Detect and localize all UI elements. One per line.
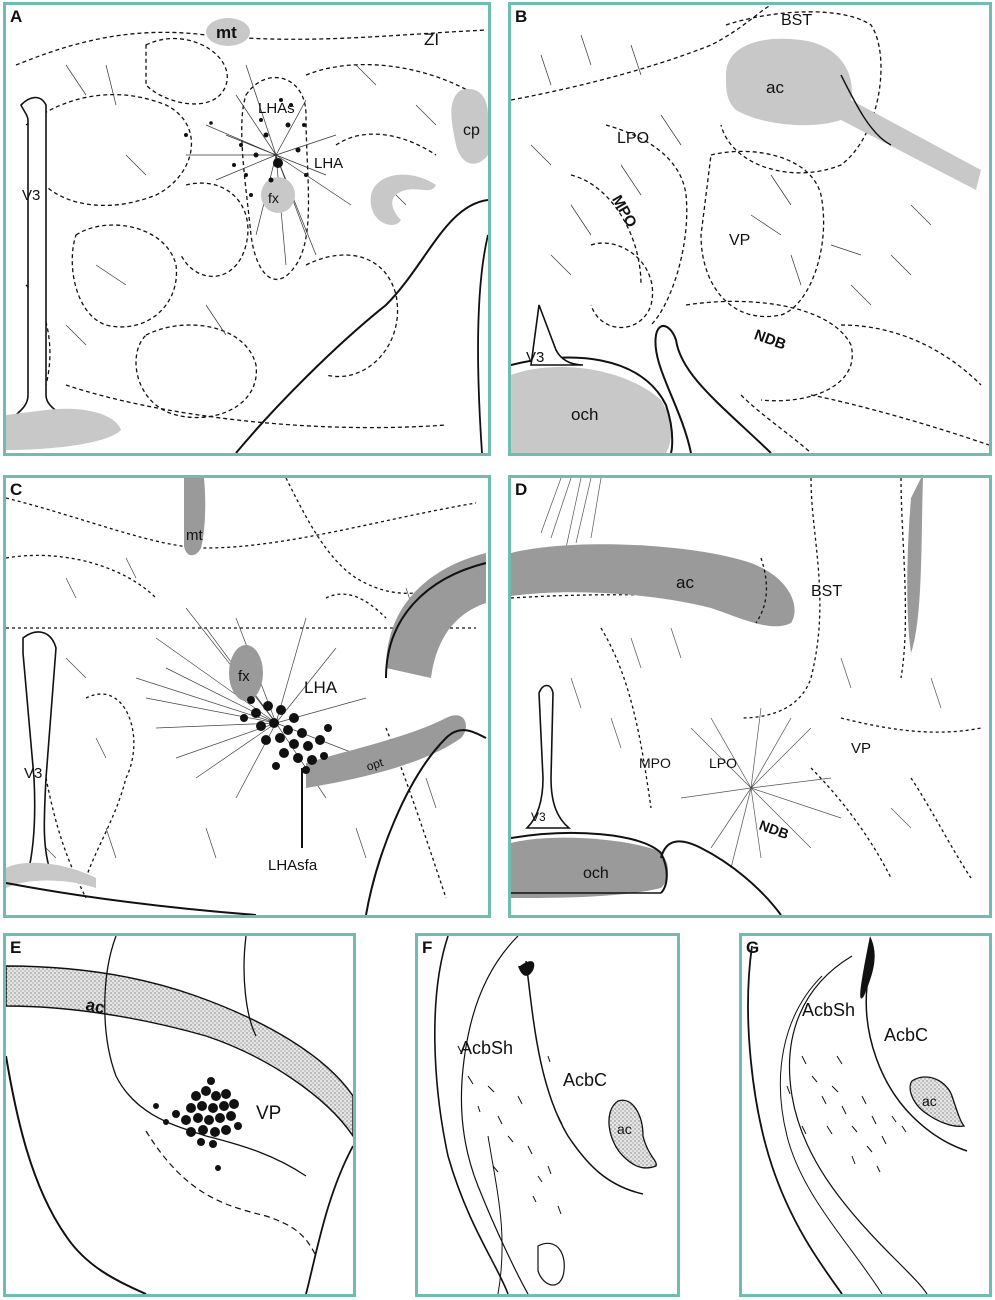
label-lpo: LPO (709, 755, 737, 771)
label-vp: VP (729, 232, 750, 249)
panel-d: ac BST MPO LPO VP NDB V3 och D (508, 475, 992, 918)
panel-letter: A (10, 7, 23, 26)
label-acbc: AcbC (884, 1025, 928, 1045)
panel-letter: G (746, 938, 760, 957)
optic-chiasm-shape (511, 367, 671, 453)
fornix-shape (229, 645, 263, 701)
panel-e-drawing: ac VP (6, 936, 353, 1294)
label-bst: BST (781, 12, 812, 29)
label-lha: LHA (314, 155, 343, 172)
label-och: och (571, 405, 598, 424)
label-lhas: LHAs (258, 100, 295, 117)
label-mt: mt (216, 23, 237, 42)
label-ac: ac (922, 1093, 937, 1109)
label-opt: opt (365, 755, 386, 774)
label-mpo: MPO (608, 192, 640, 230)
panel-b: BST ac LPO MPO VP NDB V3 och B (508, 2, 992, 456)
panel-letter: F (422, 938, 433, 957)
third-ventricle-shape (22, 631, 57, 874)
label-fx: fx (268, 190, 279, 206)
label-lha: LHA (304, 678, 338, 697)
panel-f: AcbSh AcbC ac F (415, 933, 680, 1297)
label-mpo: MPO (639, 755, 671, 771)
panel-letter: E (10, 938, 22, 957)
label-vp: VP (256, 1103, 281, 1124)
label-bst: BST (811, 583, 842, 600)
label-och: och (583, 865, 609, 882)
label-ac: ac (617, 1121, 632, 1137)
label-zi: ZI (424, 30, 439, 49)
fornix-shape (261, 177, 295, 213)
panel-letter: C (10, 480, 23, 499)
panel-a: mt ZI LHAs LHA fx cp V3 A (3, 2, 491, 456)
label-lhasfa: LHAsfa (268, 857, 318, 874)
label-acbsh: AcbSh (460, 1038, 513, 1058)
panel-e: ac VP E (3, 933, 356, 1297)
label-acbc: AcbC (563, 1070, 607, 1090)
label-cp: cp (463, 122, 480, 139)
anterior-commissure-shape (511, 544, 795, 627)
third-ventricle-shape (14, 96, 63, 416)
panel-b-drawing: BST ac LPO MPO VP NDB V3 och (511, 5, 989, 453)
panel-letter: D (515, 480, 528, 499)
panel-a-drawing: mt ZI LHAs LHA fx cp V3 (6, 18, 488, 453)
panel-g-drawing: AcbSh AcbC ac (747, 936, 968, 1294)
mammillothalamic-tract-shape (206, 18, 250, 46)
panel-d-drawing: ac BST MPO LPO VP NDB V3 och (511, 478, 982, 915)
anterior-commissure-shape (726, 38, 981, 190)
optic-tract-shape (306, 715, 466, 788)
panel-letter: B (515, 7, 528, 26)
label-v3: V3 (526, 349, 544, 366)
label-mt: mt (186, 527, 203, 544)
label-v3: V3 (531, 810, 546, 824)
label-ac: ac (676, 573, 694, 592)
anterior-commissure-shape (6, 965, 353, 1138)
label-ac: ac (84, 995, 106, 1018)
optic-chiasm-shape (511, 837, 668, 898)
panel-c: mt fx LHA V3 opt LHAsfa C (3, 475, 491, 918)
label-vp: VP (851, 740, 871, 757)
label-acbsh: AcbSh (802, 1000, 855, 1020)
label-ndb: NDB (752, 326, 789, 353)
label-ac: ac (766, 78, 784, 97)
label-fx: fx (238, 668, 250, 685)
label-v3: V3 (24, 765, 42, 782)
panel-f-drawing: AcbSh AcbC ac (434, 936, 657, 1294)
panel-g: AcbSh AcbC ac G (739, 933, 992, 1297)
label-lpo: LPO (617, 130, 649, 147)
third-ventricle-shape (525, 684, 572, 829)
panel-c-drawing: mt fx LHA V3 opt LHAsfa (6, 478, 487, 915)
label-v3: V3 (22, 187, 40, 204)
label-ndb: NDB (757, 817, 791, 842)
